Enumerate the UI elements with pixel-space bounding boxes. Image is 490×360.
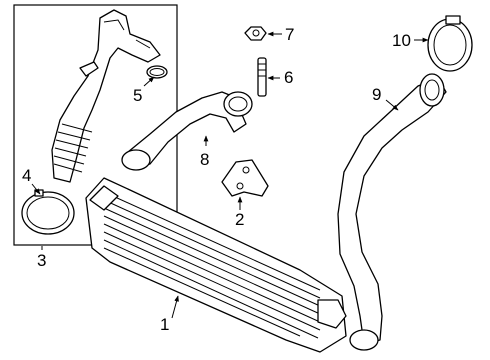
leader-9 <box>385 99 399 111</box>
o-ring-seal[interactable] <box>146 65 168 79</box>
callout-2: 2 <box>235 210 244 229</box>
callout-5: 5 <box>133 86 142 105</box>
intercooler[interactable] <box>85 177 347 353</box>
hose-clamp[interactable] <box>21 189 75 235</box>
intake-tube[interactable] <box>121 91 253 171</box>
leader-4 <box>31 183 41 195</box>
callout-3: 3 <box>37 251 46 270</box>
mounting-bracket[interactable] <box>221 159 269 197</box>
callout-6: 6 <box>284 68 293 87</box>
nut[interactable] <box>244 26 267 41</box>
outlet-hose-clamp[interactable] <box>427 15 473 72</box>
outlet-hose[interactable] <box>337 73 447 351</box>
leader-1 <box>171 295 179 319</box>
callout-9: 9 <box>372 85 381 104</box>
leader-5 <box>143 76 155 87</box>
callout-8: 8 <box>200 150 209 169</box>
callout-10: 10 <box>392 31 411 50</box>
callout-4: 4 <box>22 166 31 185</box>
stud[interactable] <box>257 57 267 97</box>
inlet-hose-assembly[interactable] <box>51 9 161 183</box>
callout-1: 1 <box>160 315 169 334</box>
callout-7: 7 <box>285 25 294 44</box>
